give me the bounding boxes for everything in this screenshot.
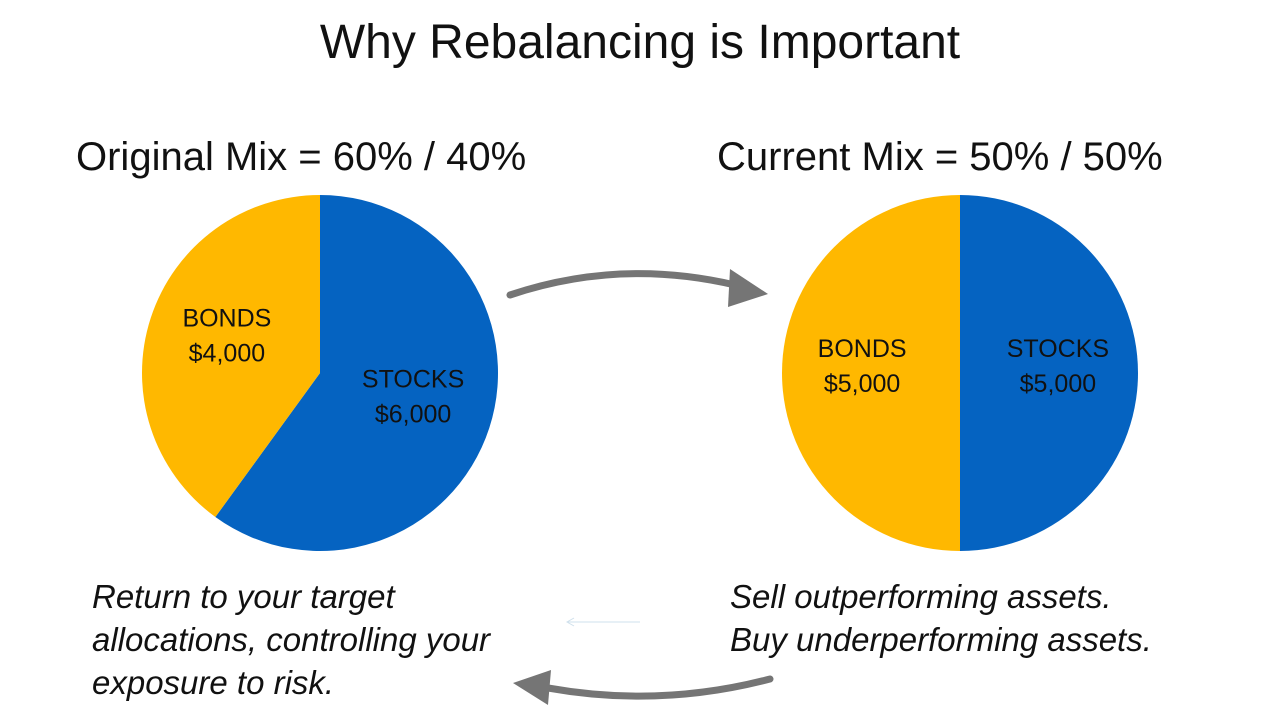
return-arrow-shaft (544, 675, 774, 700)
caption-left: Return to your target allocations, contr… (92, 575, 562, 704)
caption-right-line: Sell outperforming assets. (730, 578, 1112, 615)
caption-left-line: Return to your target (92, 578, 395, 615)
original-stocks-label: STOCKS (362, 365, 464, 393)
current-mix-heading: Current Mix = 50% / 50% (717, 135, 1163, 179)
forward-arrow-head (728, 269, 768, 307)
original-mix-pie: STOCKS $6,000 BONDS $4,000 (142, 195, 499, 551)
forward-arrow (506, 269, 768, 307)
original-bonds-label: BONDS (182, 305, 271, 333)
current-mix-pie: STOCKS $5,000 BONDS $5,000 (782, 195, 1138, 551)
return-arrow (513, 670, 774, 705)
original-bonds-slice (142, 195, 320, 518)
original-stocks-slice (215, 195, 499, 551)
current-stocks-label: STOCKS (1007, 335, 1109, 363)
caption-left-line: exposure to risk. (92, 664, 335, 701)
return-arrow-head (513, 670, 551, 705)
slide-title: Why Rebalancing is Important (319, 16, 961, 69)
caption-right-line: Buy underperforming assets. (730, 621, 1152, 658)
original-stocks-value: $6,000 (375, 400, 451, 428)
current-bonds-value: $5,000 (824, 370, 900, 398)
current-bonds-label: BONDS (818, 335, 907, 363)
current-bonds-slice (782, 195, 960, 551)
faint-arrow (565, 617, 640, 627)
current-stocks-slice (960, 195, 1138, 551)
forward-arrow-shaft (506, 270, 739, 299)
original-mix-heading: Original Mix = 60% / 40% (76, 135, 527, 179)
original-bonds-value: $4,000 (189, 340, 265, 368)
caption-left-line: allocations, controlling your (92, 621, 491, 658)
caption-right: Sell outperforming assets. Buy underperf… (730, 575, 1250, 661)
current-stocks-value: $5,000 (1020, 370, 1096, 398)
faint-arrow-head (565, 617, 575, 627)
